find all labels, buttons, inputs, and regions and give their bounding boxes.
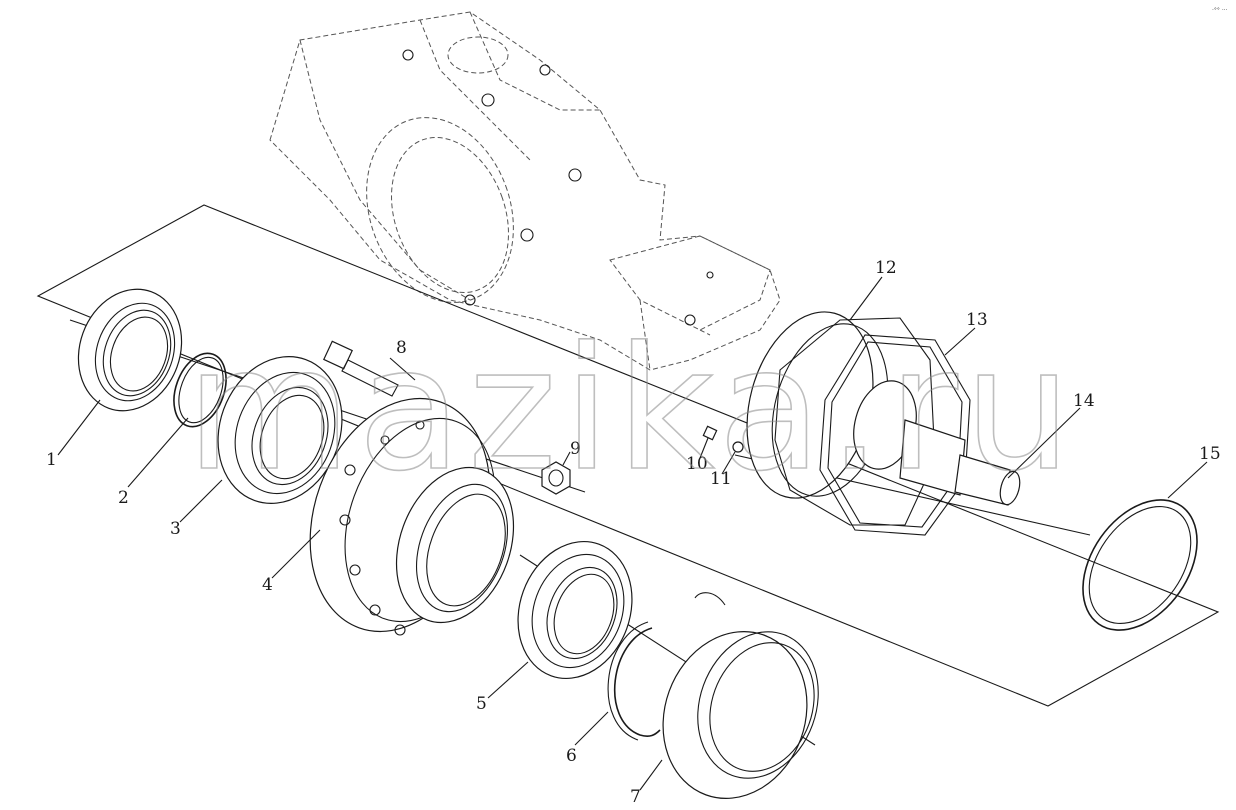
callout-6: 6 (566, 746, 577, 766)
part-14-shaft (853, 380, 1021, 506)
part-15-ring (1082, 499, 1198, 631)
part-6-snap-ring (607, 621, 661, 741)
callout-11: 11 (710, 469, 732, 489)
part-12-carrier-housing (746, 311, 936, 526)
part-1-oil-seal (77, 288, 183, 412)
part-4-wheel-hub (309, 397, 515, 636)
part-2-o-ring (173, 352, 227, 428)
callout-13: 13 (966, 310, 988, 330)
callout-9: 9 (570, 439, 581, 459)
part-11-washer (732, 441, 744, 453)
part-10-fitting (702, 425, 718, 441)
callout-3: 3 (170, 519, 181, 539)
callout-1: 1 (46, 450, 57, 470)
callout-2: 2 (118, 488, 129, 508)
callout-7: 7 (630, 787, 641, 807)
part-9-nut (541, 461, 571, 495)
callout-10: 10 (686, 454, 708, 474)
part-5-bearing (517, 540, 633, 680)
axle-housing (269, 11, 781, 371)
callout-14: 14 (1073, 391, 1095, 411)
leader-lines (57, 276, 1208, 791)
callout-5: 5 (476, 694, 487, 714)
part-8-bolt (323, 340, 399, 397)
callout-15: 15 (1199, 444, 1221, 464)
part-7-ring-gear (662, 592, 819, 799)
explode-frame (36, 204, 1220, 707)
callout-12: 12 (875, 258, 897, 278)
corner-note: ·°° ··· (1212, 7, 1228, 14)
watermark: mazika.ru (186, 311, 1078, 509)
part-3-bearing (217, 355, 343, 505)
callout-4: 4 (262, 575, 273, 595)
callout-labels: 1 2 3 4 5 6 7 8 9 10 11 12 13 14 15 (46, 258, 1221, 807)
callout-8: 8 (396, 338, 407, 358)
